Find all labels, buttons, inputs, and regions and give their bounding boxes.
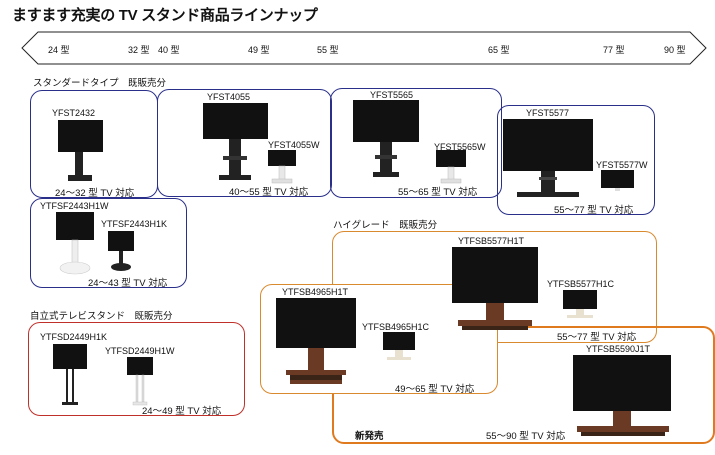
tv-stand-ytfsf2443h1k-image [108,231,134,271]
product-box-ytfsd2449[interactable] [28,322,245,416]
support-range-yfst5565: 55～65 型 TV 対応 [398,187,478,198]
page-title: ますます充実の TV スタンド商品ラインナップ [12,7,318,24]
tv-stand-ytfsb4965h1t-image [276,298,356,384]
support-range-ytfsd2449: 24～49 型 TV 対応 [142,406,222,417]
support-range-ytfsb5590j1t: 55～90 型 TV 対応 [486,431,566,442]
tv-stand-yfst5577-image [503,119,593,197]
product-name-ytfsb5590j1t: YTFSB5590J1T [586,344,651,354]
product-name-yfst4055w: YFST4055W [268,140,320,150]
tv-stand-ytfsb4965h1c-image [383,332,415,360]
tv-stand-yfst2432-image [58,120,103,181]
support-range-yfst4055: 40～55 型 TV 対応 [229,187,309,198]
product-name-yfst4055: YFST4055 [207,92,251,102]
product-box-ytfsf2443[interactable] [30,198,187,288]
product-name-ytfsf2443h1k: YTFSF2443H1K [101,219,168,229]
product-name-ytfsb5577h1c: YTFSB5577H1C [547,279,615,289]
product-box-yfst5577[interactable] [497,105,655,215]
axis-tick-90: 90 型 [664,45,686,55]
product-name-ytfsb4965h1t: YTFSB4965H1T [282,287,349,297]
tv-stand-yfst4055-image [203,103,268,180]
axis-tick-65: 65 型 [488,45,510,55]
product-name-yfst2432: YFST2432 [52,108,96,118]
product-name-ytfsb5577h1t: YTFSB5577H1T [458,236,525,246]
section-label-self-standing: 自立式テレビスタンド 既販売分 [30,311,173,322]
tv-stand-yfst5577w-image [601,170,634,191]
tv-stand-ytfsb5577h1t-image [452,247,538,330]
axis-tick-49: 49 型 [248,45,270,55]
size-axis-arrow [21,31,707,65]
tv-stand-ytfsf2443h1w-image [56,212,94,275]
new-release-label: 新発売 [355,431,384,442]
product-box-yfst5565[interactable] [330,88,502,198]
tv-stand-ytfsd2449h1w-image [127,357,153,406]
tv-stand-ytfsb5590j1t-image [573,355,671,436]
tv-stand-ytfsd2449h1k-image [53,344,87,405]
tv-stand-yfst4055w-image [268,150,296,184]
product-box-yfst4055[interactable] [157,89,332,197]
product-name-yfst5577w: YFST5577W [596,160,648,170]
product-name-yfst5565w: YFST5565W [434,142,486,152]
tv-stand-yfst5565-image [353,100,419,177]
axis-tick-77: 77 型 [603,45,625,55]
tv-stand-yfst5565w-image [436,150,466,184]
axis-tick-32: 32 型 [128,45,150,55]
axis-tick-40: 40 型 [158,45,180,55]
support-range-ytfsf2443: 24～43 型 TV 対応 [88,278,168,289]
product-name-ytfsd2449h1w: YTFSD2449H1W [105,346,175,356]
product-name-ytfsb4965h1c: YTFSB4965H1C [362,322,430,332]
section-label-standard: スタンダードタイプ 既販売分 [33,78,167,89]
axis-tick-24: 24 型 [48,45,70,55]
axis-tick-55: 55 型 [317,45,339,55]
section-label-high-grade: ハイグレード 既販売分 [333,220,438,231]
product-name-ytfsf2443h1w: YTFSF2443H1W [40,201,109,211]
product-name-yfst5577: YFST5577 [526,108,570,118]
tv-stand-ytfsb5577h1c-image [563,290,597,318]
support-range-yfst5577: 55～77 型 TV 対応 [554,205,634,216]
product-name-ytfsd2449h1k: YTFSD2449H1K [40,332,108,342]
support-range-ytfsb5577h1: 55～77 型 TV 対応 [557,332,637,343]
support-range-yfst2432: 24～32 型 TV 対応 [55,188,135,199]
support-range-ytfsb4965: 49～65 型 TV 対応 [395,384,475,395]
product-name-yfst5565: YFST5565 [370,90,414,100]
